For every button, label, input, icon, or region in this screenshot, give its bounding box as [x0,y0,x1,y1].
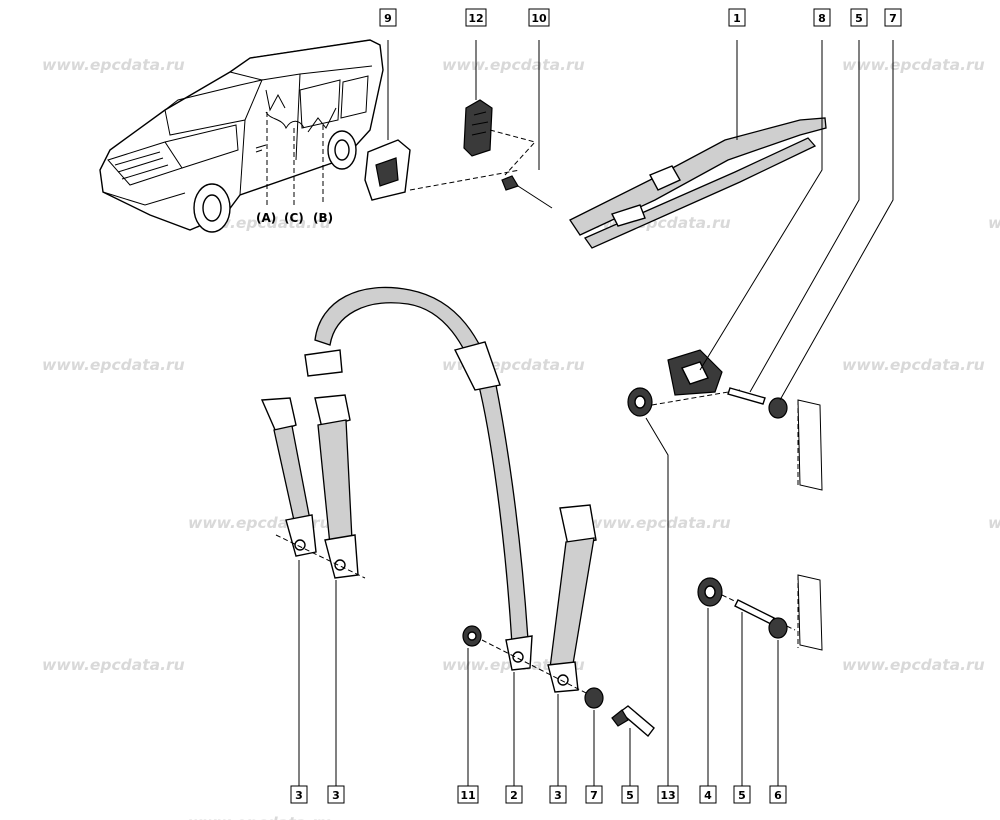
watermark: www.epcdata.ru [442,56,585,74]
callout-1: 1 [728,8,746,27]
buckle-stalk-left-a [260,397,317,557]
callout-9: 9 [379,8,397,27]
buckle-stalk-left-b [314,394,359,579]
leader-lines [298,40,894,786]
part-12-buckle-cover [463,40,493,157]
svg-text:11: 11 [460,789,475,802]
svg-text:5: 5 [738,789,746,802]
callout-10: 10 [528,8,550,27]
callout-5-top: 5 [850,8,868,27]
buckle-stalk-right [547,504,597,693]
callout-12: 12 [465,8,487,27]
part-10-screw [501,40,553,209]
svg-text:8: 8 [818,12,826,25]
watermark: www.epcdata.ru [988,514,1000,532]
svg-text:6: 6 [774,789,782,802]
watermark: www.epcdata.ru [588,514,731,532]
lap-shoulder-belt [304,286,533,671]
callout-6: 6 [769,785,787,804]
svg-text:4: 4 [704,789,712,802]
callout-2: 2 [505,785,523,804]
body-panel-top [797,399,823,491]
watermark: www.epcdata.ru [842,656,985,674]
callout-11: 11 [457,785,479,804]
watermark: www.epcdata.ru [42,356,185,374]
part-5-bolt-top [727,387,766,405]
svg-text:7: 7 [590,789,598,802]
svg-text:5: 5 [626,789,634,802]
callout-3-a: 3 [290,785,308,804]
svg-text:9: 9 [384,12,392,25]
part-5-bolt-bottom [734,599,775,625]
part-4-grommet-bottom [697,577,723,607]
callout-8: 8 [813,8,831,27]
position-label-a: (A) [256,211,276,225]
svg-text:12: 12 [468,12,483,25]
watermark: www.epcdata.ru [42,56,185,74]
part-7-nut-top [768,397,788,419]
callout-3-b: 3 [327,785,345,804]
svg-text:7: 7 [889,12,897,25]
svg-text:1: 1 [733,12,741,25]
vehicle-illustration: (A) (C) (B) [99,39,384,233]
callout-7-top: 7 [884,8,902,27]
watermark: www.epcdata.ru [842,56,985,74]
part-9-trim-cover [364,40,411,201]
part-5-bolt [611,705,655,738]
callout-7-bottom: 7 [585,785,603,804]
watermark: www.epcdata.ru [988,214,1000,232]
part-1-belt-assembly [569,40,827,249]
callout-4: 4 [699,785,717,804]
svg-text:5: 5 [855,12,863,25]
part-7-washer [584,687,604,709]
watermark: www.epcdata.ru [42,656,185,674]
svg-text:3: 3 [554,789,562,802]
svg-text:3: 3 [295,789,303,802]
svg-text:13: 13 [660,789,675,802]
callout-5-bottom: 5 [621,785,639,804]
body-panel-bottom [797,574,823,651]
part-11-nut [462,625,482,647]
watermark: www.epcdata.ru [842,356,985,374]
position-label-c: (C) [284,211,304,225]
svg-text:2: 2 [510,789,518,802]
callout-3-c: 3 [549,785,567,804]
part-13-grommet-top [627,387,653,417]
watermark: www.epcdata.ru [188,814,331,820]
part-8-anchor-bracket [667,349,723,396]
svg-text:3: 3 [332,789,340,802]
callout-5-bottom-right: 5 [733,785,751,804]
part-6-washer-bottom [768,617,788,639]
svg-text:10: 10 [531,12,547,25]
callout-13: 13 [657,785,679,804]
position-label-b: (B) [313,211,333,225]
